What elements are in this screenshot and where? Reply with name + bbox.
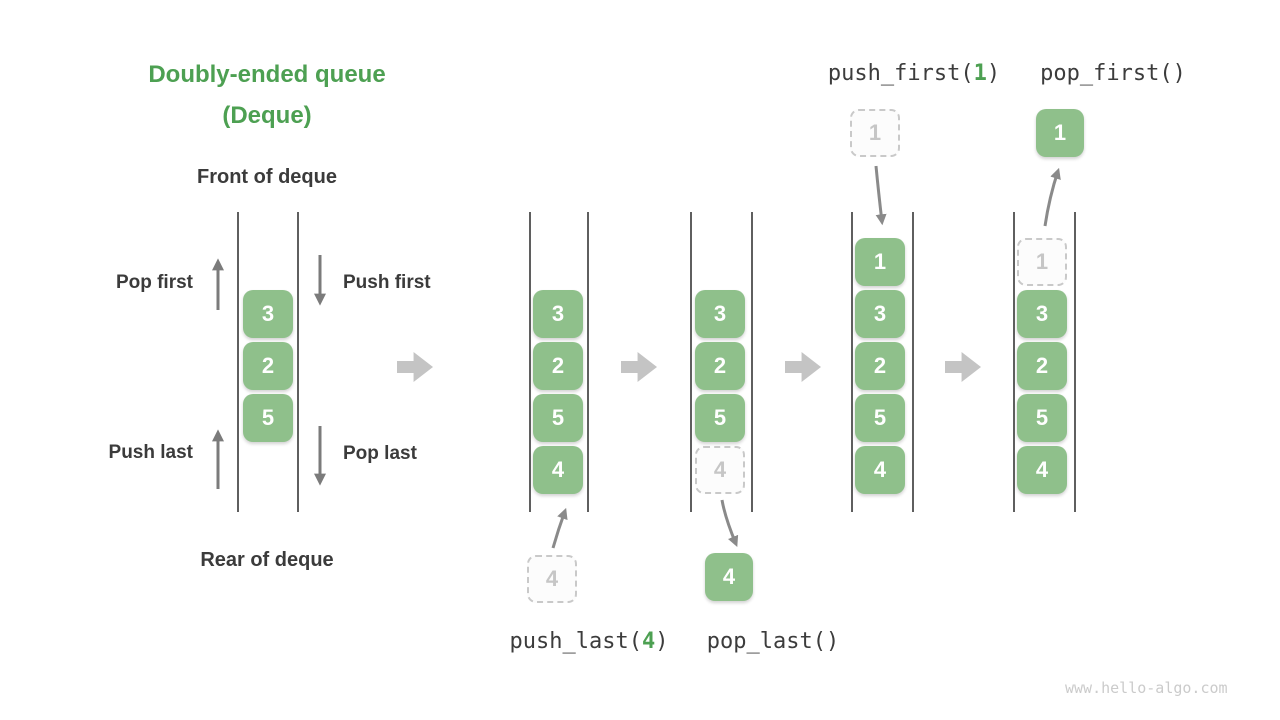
queue-wall — [587, 212, 589, 512]
queue-cell: 1 — [855, 238, 905, 286]
queue-wall — [297, 212, 299, 512]
queue-wall — [1074, 212, 1076, 512]
pop-last-flow-arrow-icon — [720, 499, 739, 548]
page-title: Doubly-ended queue (Deque) — [117, 54, 417, 136]
code-arg: 1 — [973, 61, 987, 86]
queue-wall — [912, 212, 914, 512]
transition-arrow-icon — [397, 352, 433, 382]
queue-wall — [237, 212, 239, 512]
queue-cell: 5 — [695, 394, 745, 442]
code-text: push_first( — [827, 61, 974, 86]
queue-wall — [851, 212, 853, 512]
code-text: ) — [986, 61, 1001, 86]
rear-of-deque-label: Rear of deque — [200, 549, 334, 571]
pop-first-label: Pop first — [115, 272, 193, 293]
queue-cell: 2 — [1017, 342, 1067, 390]
queue-cell: 2 — [243, 342, 293, 390]
pop-first-flow-arrow-icon — [1043, 167, 1061, 227]
push-first-code-label: push_first(1) — [828, 61, 1000, 86]
ghost-cell: 4 — [695, 446, 745, 494]
ghost-cell: 1 — [1017, 238, 1067, 286]
push-last-flow-arrow-icon — [551, 507, 568, 549]
pop-first-code-label: pop_first() — [1040, 61, 1186, 86]
push-last-code-label: push_last(4) — [510, 629, 669, 654]
queue-cell: 5 — [243, 394, 293, 442]
queue-cell: 4 — [1017, 446, 1067, 494]
transition-arrow-icon — [785, 352, 821, 382]
queue-cell: 5 — [533, 394, 583, 442]
queue-cell: 3 — [695, 290, 745, 338]
push-last-label: Push last — [108, 442, 193, 463]
transition-arrow-icon — [621, 352, 657, 382]
queue-cell: 5 — [855, 394, 905, 442]
pop-last-code-label: pop_last() — [706, 629, 840, 654]
queue-cell: 5 — [1017, 394, 1067, 442]
pop-first-output-cell: 1 — [1036, 109, 1084, 157]
watermark: www.hello-algo.com — [1065, 679, 1228, 697]
push-last-input-ghost-cell: 4 — [527, 555, 577, 603]
queue-cell: 4 — [855, 446, 905, 494]
code-text: ) — [655, 629, 669, 654]
push-first-input-ghost-cell: 1 — [850, 109, 900, 157]
queue-cell: 3 — [243, 290, 293, 338]
pop-last-label: Pop last — [343, 443, 417, 464]
code-arg: 4 — [641, 629, 656, 654]
queue-cell: 2 — [533, 342, 583, 390]
page-title-line2: (Deque) — [222, 102, 312, 129]
page-title-line1: Doubly-ended queue — [148, 61, 386, 88]
code-text: push_last( — [509, 629, 642, 654]
front-of-deque-label: Front of deque — [197, 166, 337, 188]
push-first-flow-arrow-icon — [874, 165, 887, 226]
queue-wall — [751, 212, 753, 512]
push-first-label: Push first — [343, 272, 431, 293]
queue-wall — [1013, 212, 1015, 512]
queue-cell: 2 — [695, 342, 745, 390]
queue-wall — [529, 212, 531, 512]
transition-arrow-icon — [945, 352, 981, 382]
queue-wall — [690, 212, 692, 512]
queue-cell: 2 — [855, 342, 905, 390]
queue-cell: 4 — [533, 446, 583, 494]
queue-cell: 3 — [533, 290, 583, 338]
queue-cell: 3 — [855, 290, 905, 338]
pop-last-output-cell: 4 — [705, 553, 753, 601]
queue-cell: 3 — [1017, 290, 1067, 338]
